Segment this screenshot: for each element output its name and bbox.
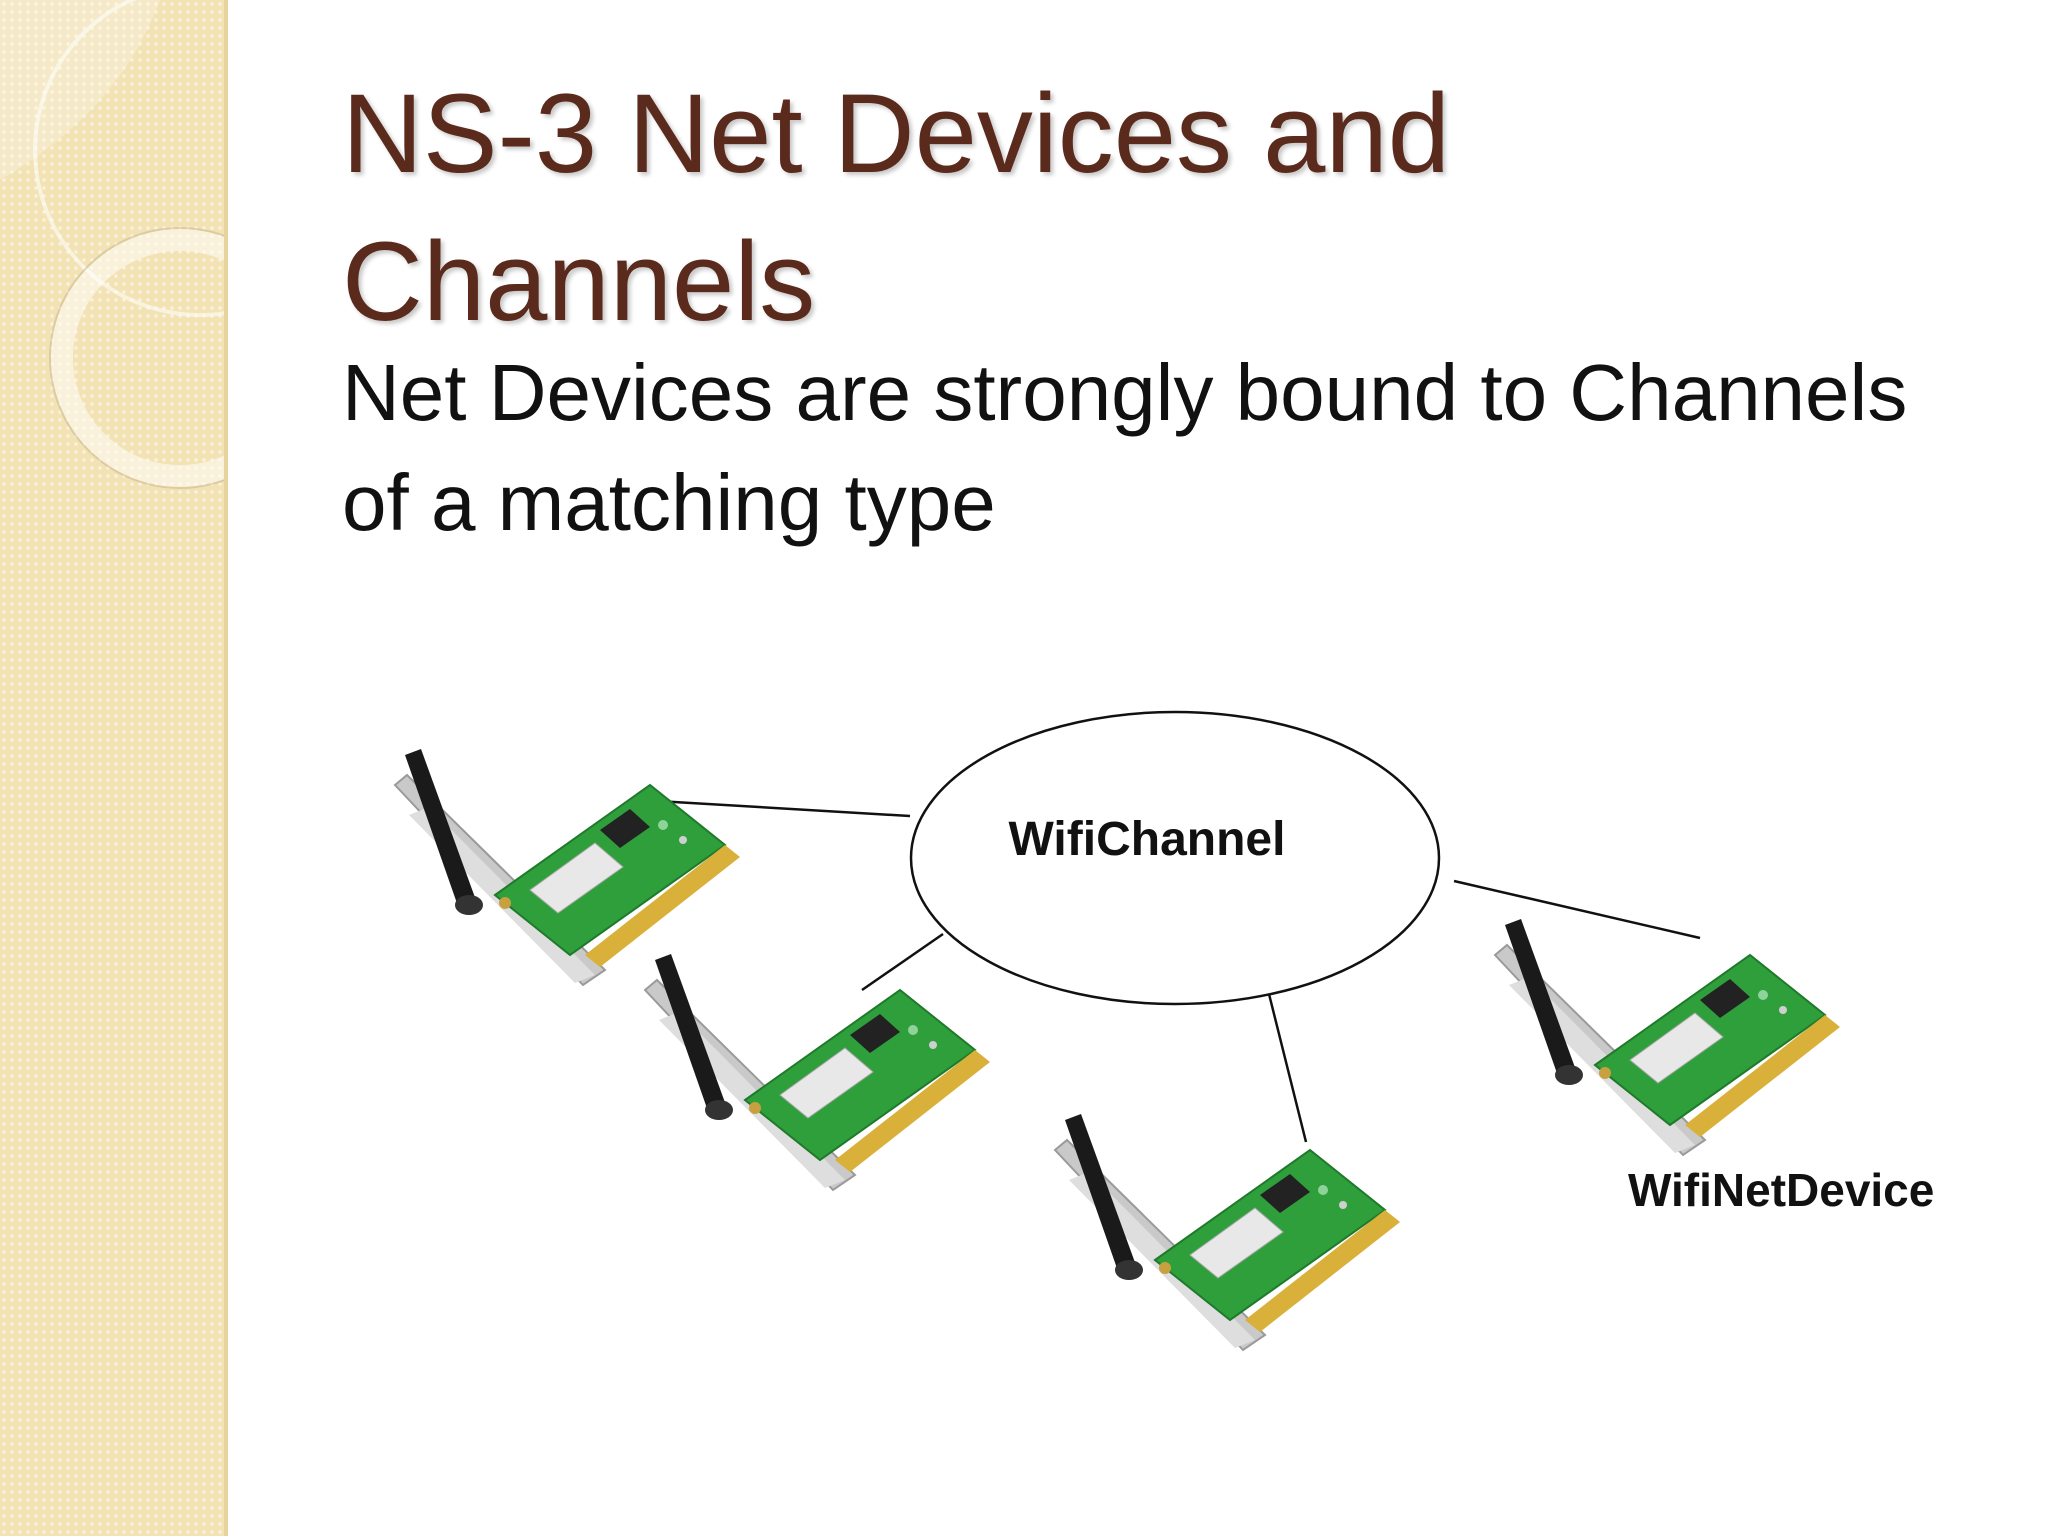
wifi-net-device-label: WifiNetDevice <box>1628 1164 1934 1216</box>
sidebar-divider <box>224 0 228 1536</box>
wifi-channel-label: WifiChannel <box>1009 813 1286 866</box>
slide-body-text: Net Devices are strongly bound to Channe… <box>342 348 1908 547</box>
connection-line <box>1264 981 1308 1143</box>
slide-title: NS-3 Net Devices and Channels <box>342 71 1451 344</box>
sidebar-background <box>0 0 226 1536</box>
connection-line <box>861 932 944 992</box>
wifi-card-icon <box>394 748 741 986</box>
wifi-channel-ellipse <box>909 710 1441 1006</box>
wifi-card-icon <box>644 953 991 1191</box>
connection-line <box>639 798 911 818</box>
wifi-card-icon <box>1494 918 1841 1156</box>
decorative-circle-icon <box>0 0 226 489</box>
connection-line <box>1453 879 1701 940</box>
wifi-card-icon <box>1054 1113 1401 1351</box>
